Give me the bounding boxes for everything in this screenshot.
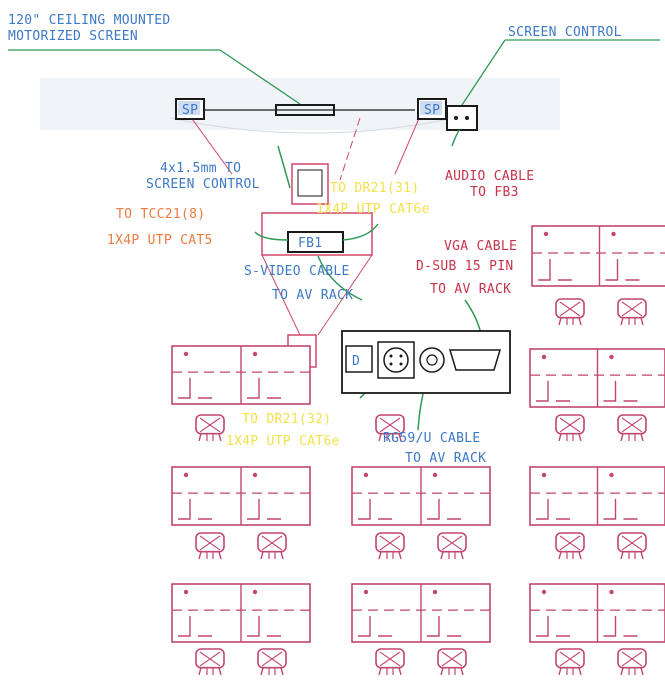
data-outlet-icon [345, 345, 373, 373]
svideo-ring [383, 347, 409, 373]
chair-icon [617, 648, 647, 676]
speaker-left: SP [175, 98, 205, 120]
label-dr32-line1: TO DR21(32) [242, 412, 331, 427]
bnc-inner [426, 354, 438, 366]
desk-pair-icon [529, 583, 665, 643]
svideo-pin [389, 362, 393, 366]
speaker-coverage-line-center [339, 117, 361, 181]
screen-control-box [446, 105, 478, 131]
svideo-pin [389, 354, 393, 358]
label-svideo-line1: S-VIDEO CABLE [244, 264, 350, 279]
chair-icon [437, 648, 467, 676]
label-dr31-line2: 1X4P UTP CAT6e [316, 202, 430, 217]
floor-plate: D [341, 330, 511, 394]
control-box-icon [446, 105, 478, 131]
chair-icon [195, 532, 225, 560]
label-tcc-line1: TO TCC21(8) [116, 207, 205, 222]
label-4x15-line2: SCREEN CONTROL [146, 177, 260, 192]
label-vga-line1: VGA CABLE [444, 239, 517, 254]
chair-icon [617, 414, 647, 442]
monitor-screen [297, 169, 323, 197]
seating-area [171, 225, 665, 643]
vga-socket-icon [448, 349, 502, 371]
chair-icon [617, 532, 647, 560]
screen-control-label: SCREEN CONTROL [508, 25, 622, 40]
title-leader-line [8, 49, 301, 105]
svideo-pin [399, 362, 403, 366]
fb1-label: FB1 [298, 236, 322, 251]
chair-icon [257, 532, 287, 560]
desk-pair-icon [351, 583, 491, 643]
label-rg59-line1: RG59/U CABLE [383, 431, 481, 446]
label-rg59-line2: TO AV RACK [405, 451, 486, 466]
chair-icon [555, 648, 585, 676]
chair-icon [555, 298, 585, 326]
label-dr32-line2: 1X4P UTP CAT6e [226, 434, 340, 449]
label-vga-line2: D-SUB 15 PIN [416, 259, 514, 274]
label-tcc-line2: 1X4P UTP CAT5 [107, 233, 213, 248]
cable-arrow-dr31 [342, 223, 379, 241]
label-vga-line3: TO AV RACK [430, 282, 511, 297]
screen-title-line2: MOTORIZED SCREEN [8, 29, 138, 44]
label-dr31-line1: TO DR21(31) [330, 181, 419, 196]
label-audio-line2: TO FB3 [470, 185, 519, 200]
projection-arc [169, 117, 456, 134]
cable-arrow-tcc [254, 231, 289, 241]
control-dot [465, 116, 469, 120]
svideo-pin [399, 354, 403, 358]
chair-icon [617, 298, 647, 326]
desk-pair-icon [529, 466, 665, 526]
label-svideo-line2: TO AV RACK [272, 288, 353, 303]
cable-arrow-svideo [317, 255, 363, 301]
desk-pair-icon [171, 466, 311, 526]
speaker-icon [175, 98, 205, 120]
chair-icon [375, 414, 405, 442]
chair-icon [375, 648, 405, 676]
speaker-left-label: SP [182, 103, 198, 118]
lectern-projection-lines [261, 254, 373, 336]
desk-pair-icon [171, 583, 311, 643]
motorized-screen-icon [275, 104, 335, 116]
fb1-box [287, 231, 344, 253]
screen-title-line1: 120" CEILING MOUNTED [8, 13, 171, 28]
speaker-fill [420, 101, 442, 115]
cable-arrow-audio [451, 129, 461, 147]
desk-pair-icon [351, 466, 491, 526]
speaker-right: SP [417, 98, 447, 120]
chair-icon [195, 648, 225, 676]
desk-pair-icon [531, 225, 665, 287]
chair-icon [555, 532, 585, 560]
bnc-socket-icon [419, 347, 445, 373]
chairs [195, 298, 647, 676]
screen-control-leader [459, 39, 660, 109]
desk-pair-icon [171, 345, 311, 405]
chair-icon [257, 648, 287, 676]
chair-icon [555, 414, 585, 442]
label-audio-line1: AUDIO CABLE [445, 169, 534, 184]
control-dot [454, 116, 458, 120]
speaker-right-label: SP [424, 103, 440, 118]
chair-icon [375, 532, 405, 560]
chair-icon [195, 414, 225, 442]
speaker-coverage-lines [189, 115, 421, 175]
cable-arrow-screen [277, 145, 291, 189]
label-4x15-line1: 4x1.5mm TO [160, 161, 241, 176]
chair-icon [437, 532, 467, 560]
desk-pair-icon [529, 348, 665, 408]
speaker-fill [178, 101, 200, 115]
data-outlet-label: D [352, 354, 360, 369]
